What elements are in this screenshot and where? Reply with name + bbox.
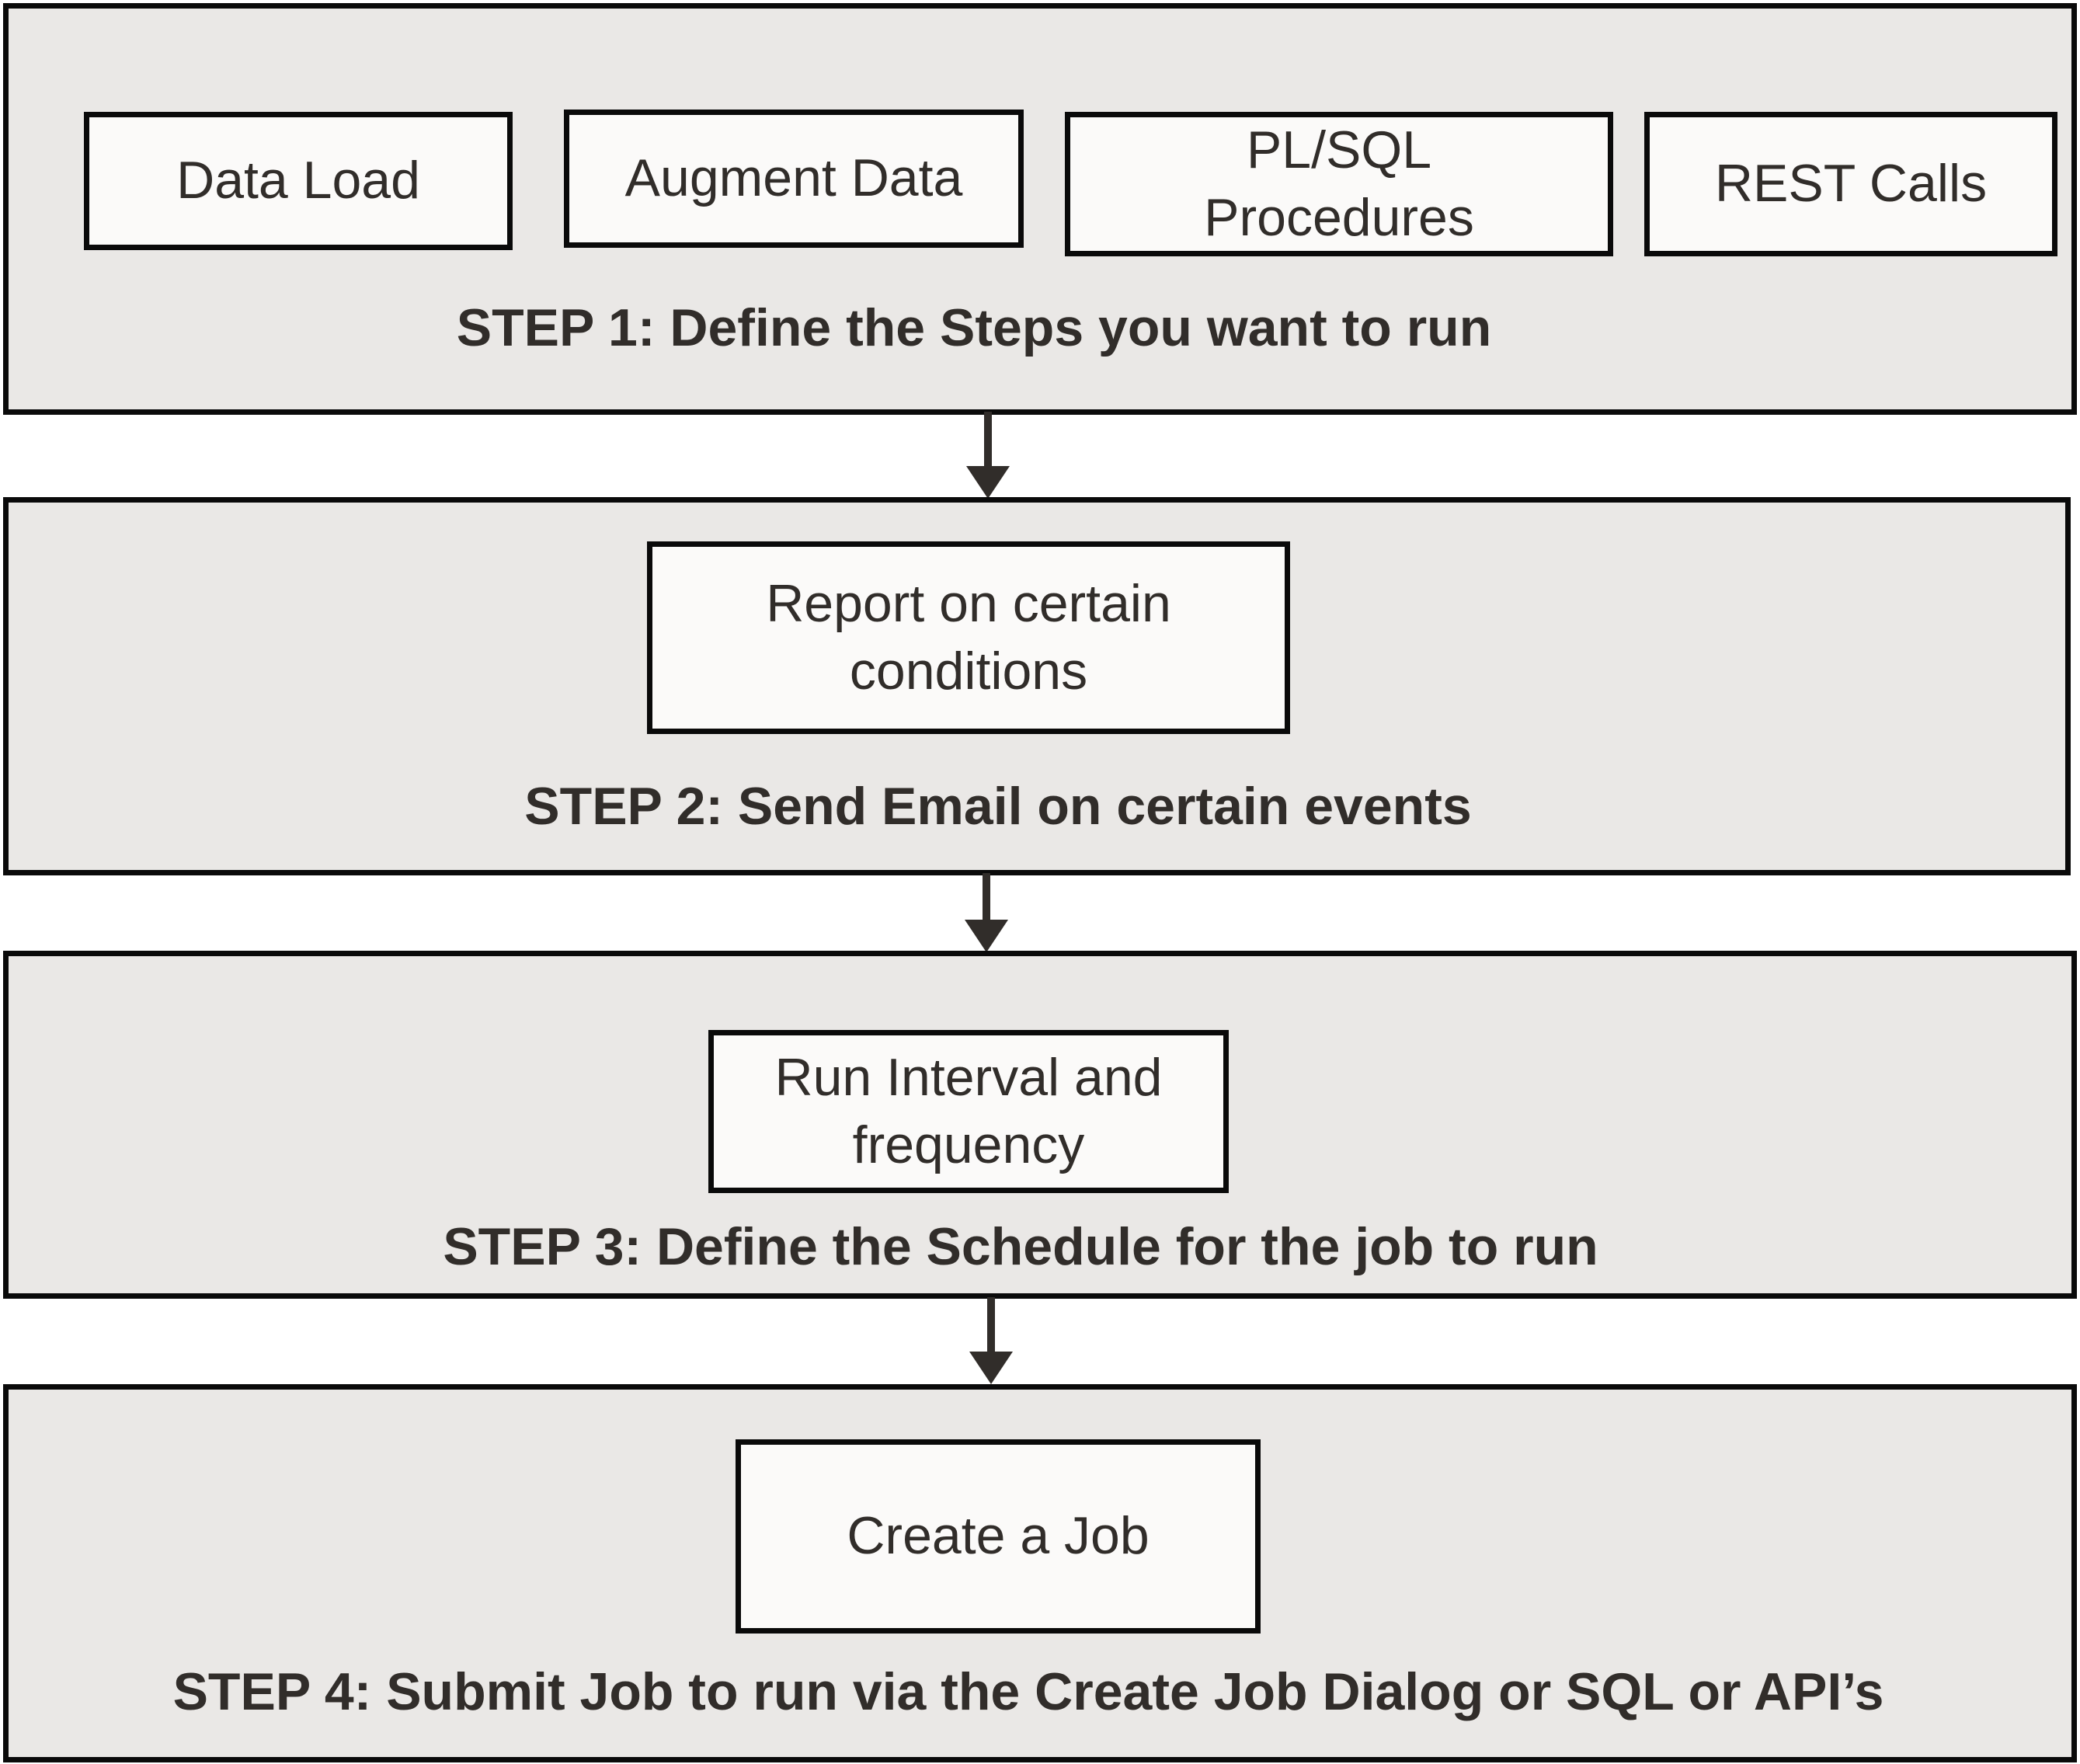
arrow-step2-to-step3 xyxy=(965,873,1008,952)
create-job-box: Create a Job xyxy=(736,1439,1261,1634)
arrow-step1-to-step2 xyxy=(966,412,1010,499)
plsql-procedures-box: PL/SQL Procedures xyxy=(1065,112,1613,256)
rest-calls-box: REST Calls xyxy=(1644,112,2057,256)
augment-data-box: Augment Data xyxy=(564,110,1024,248)
step-2-caption: STEP 2: Send Email on certain events xyxy=(524,777,1472,836)
step-1-caption: STEP 1: Define the Steps you want to run xyxy=(456,298,1492,357)
step-3-panel: Run Interval and frequency STEP 3: Defin… xyxy=(3,951,2077,1299)
step-3-caption: STEP 3: Define the Schedule for the job … xyxy=(443,1217,1598,1276)
run-interval-box: Run Interval and frequency xyxy=(708,1030,1229,1193)
arrow-step3-to-step4 xyxy=(969,1297,1013,1384)
step-1-panel: Data Load Augment Data PL/SQL Procedures… xyxy=(3,3,2077,415)
data-load-box: Data Load xyxy=(84,112,513,250)
step-4-caption: STEP 4: Submit Job to run via the Create… xyxy=(172,1662,1884,1721)
step-4-panel: Create a Job STEP 4: Submit Job to run v… xyxy=(3,1384,2077,1762)
report-conditions-box: Report on certain conditions xyxy=(647,541,1290,734)
step-2-panel: Report on certain conditions STEP 2: Sen… xyxy=(3,497,2071,875)
